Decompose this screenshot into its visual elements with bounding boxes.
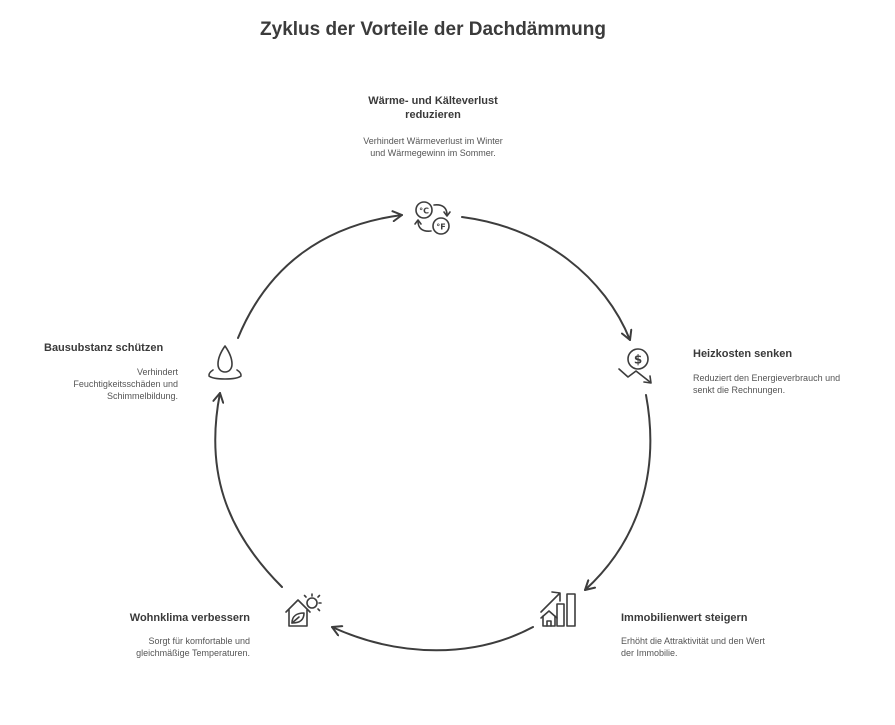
node-bausubstanz: Bausubstanz schützen Verhindert Feuchtig…: [44, 341, 178, 402]
dollar-decrease-icon: $: [618, 348, 652, 384]
svg-text:$: $: [634, 353, 642, 367]
node-description: Verhindert Wärmeverlust im Winter und Wä…: [363, 136, 503, 158]
node-heading: Wohnklima verbessern: [129, 612, 250, 624]
node-immobilienwert: Immobilienwert steigern Erhöht die Attra…: [621, 611, 771, 659]
node-heizkosten: Heizkosten senken Reduziert den Energiev…: [693, 347, 853, 396]
node-description: Verhindert Feuchtigkeitsschäden und Schi…: [73, 367, 178, 401]
arrow-5-to-1: [237, 210, 403, 339]
node-heading: Wärme- und Kälteverlust reduzieren: [368, 95, 498, 121]
node-wohnklima: Wohnklima verbessern Sorgt für komfortab…: [110, 611, 250, 659]
node-description: Erhöht die Attraktivität und den Wert de…: [621, 636, 765, 658]
eco-house-sun-icon: [285, 593, 322, 627]
arrow-1-to-2: [461, 216, 633, 341]
node-heading: Bausubstanz schützen: [44, 342, 164, 354]
node-description: Sorgt für komfortable und gleichmäßige T…: [136, 636, 250, 658]
node-description: Reduziert den Energieverbrauch und senkt…: [693, 373, 841, 395]
arrow-3-to-4: [331, 625, 534, 652]
water-drop-icon: [208, 345, 242, 380]
node-waerme-kaelteverlust: Wärme- und Kälteverlust reduzieren Verhi…: [358, 94, 508, 159]
node-heading: Heizkosten senken: [693, 348, 793, 360]
arrow-2-to-3: [584, 394, 652, 591]
temperature-exchange-icon: °C °F: [414, 201, 451, 235]
diagram-title: Zyklus der Vorteile der Dachdämmung: [260, 19, 606, 40]
house-growth-chart-icon: [540, 591, 576, 627]
svg-text:°C: °C: [419, 207, 429, 216]
svg-text:°F: °F: [436, 223, 445, 232]
node-heading: Immobilienwert steigern: [621, 612, 748, 624]
arrow-4-to-5: [212, 392, 283, 588]
